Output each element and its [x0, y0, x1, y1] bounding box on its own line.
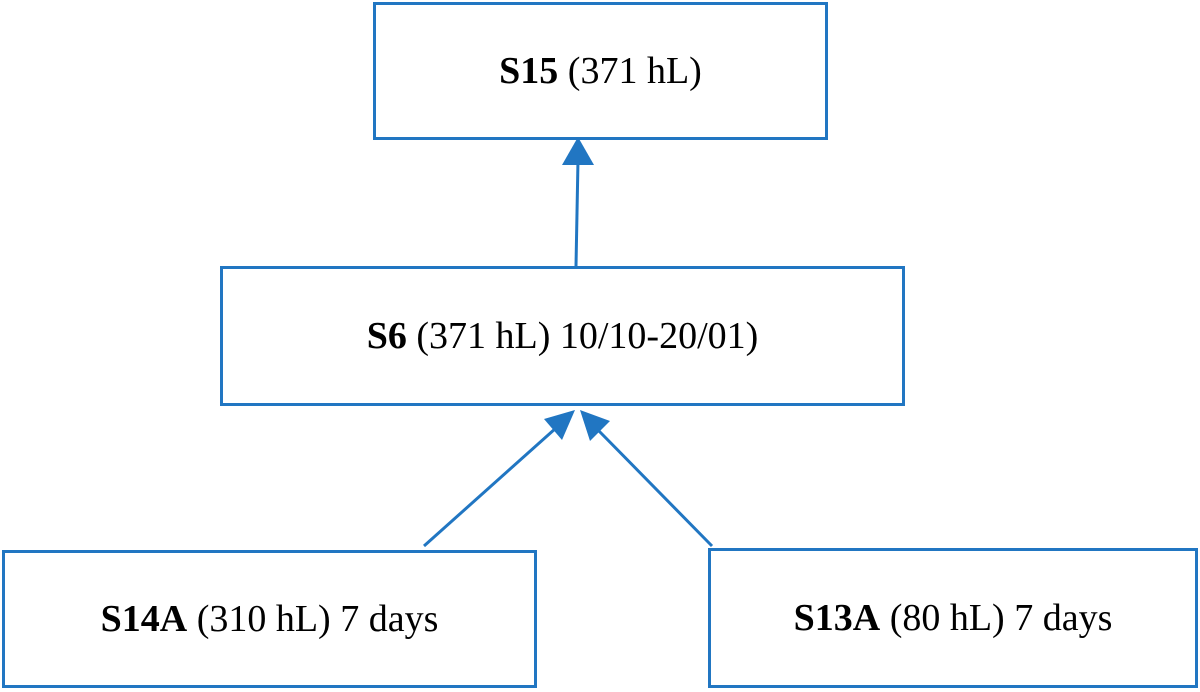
node-s13a-detail: (80 hL) 7 days: [889, 597, 1113, 639]
node-s14a: S14A (310 hL) 7 days: [2, 550, 537, 688]
node-s6-id: S6: [366, 315, 407, 357]
arrowhead-icon: [562, 137, 594, 165]
node-s6: S6 (371 hL) 10/10-20/01): [220, 266, 905, 406]
arrowhead-icon: [580, 410, 610, 441]
node-s15-id: S15: [499, 50, 559, 92]
node-s15: S15 (371 hL): [373, 2, 828, 140]
node-s6-detail: (371 hL) 10/10-20/01): [416, 315, 759, 357]
arrowhead-icon: [544, 410, 575, 440]
node-s15-detail: (371 hL): [567, 50, 702, 92]
node-s13a-id: S13A: [793, 597, 881, 639]
edge-s14a-to-s6: [423, 410, 575, 548]
node-s14a-detail: (310 hL) 7 days: [196, 598, 439, 640]
edge-s6-to-s15: [562, 137, 594, 267]
node-s13a: S13A (80 hL) 7 days: [708, 548, 1198, 688]
edge-s13a-to-s6: [580, 410, 714, 548]
node-s14a-id: S14A: [100, 598, 188, 640]
